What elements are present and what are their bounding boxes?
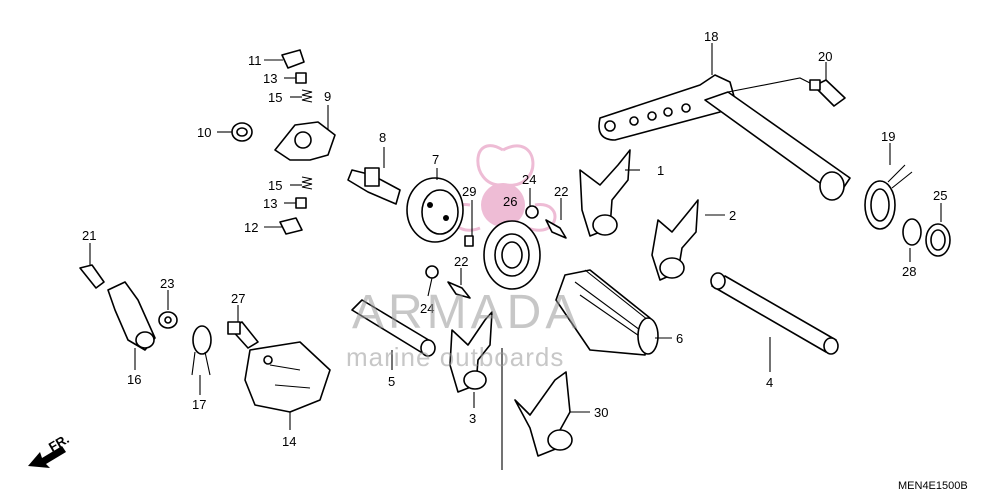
callout-15-upper: 15 [268, 90, 282, 105]
part-bolt-22-upper [545, 219, 567, 239]
callout-2: 2 [729, 208, 736, 223]
callout-16: 16 [127, 372, 141, 387]
part-bolt-22-lower [447, 281, 471, 299]
part-washer-24-lower [425, 265, 439, 279]
part-shift-fork-3 [449, 311, 493, 393]
part-plate-14 [244, 341, 331, 413]
callout-3: 3 [469, 411, 476, 426]
callout-labels: 1 2 3 4 5 6 7 8 9 10 11 12 13 13 14 15 1… [82, 29, 947, 449]
callout-8: 8 [379, 130, 386, 145]
callout-28: 28 [902, 264, 916, 279]
callout-18: 18 [704, 29, 718, 44]
part-bolt-20 [809, 79, 846, 107]
callout-6: 6 [676, 331, 683, 346]
part-shift-fork-1 [579, 149, 631, 237]
part-cap-12 [279, 217, 303, 235]
part-shift-fork-30 [514, 371, 573, 457]
callout-24-lower: 24 [420, 301, 434, 316]
callout-5: 5 [388, 374, 395, 389]
part-circlip-28 [902, 218, 922, 246]
callout-13-lower: 13 [263, 196, 277, 211]
part-bolt-27 [227, 321, 259, 349]
part-washer-25 [925, 223, 951, 257]
front-direction-arrow-icon: FR. [28, 431, 72, 468]
watermark-tagline: marine outboards [346, 342, 564, 372]
callout-9: 9 [324, 89, 331, 104]
callout-10: 10 [197, 125, 211, 140]
callout-11: 11 [248, 53, 262, 68]
part-stopper-arm-9 [274, 121, 336, 161]
callout-20: 20 [818, 49, 832, 64]
part-return-spring-19 [864, 164, 913, 230]
part-spring-15-lower [301, 176, 313, 190]
part-washer-24-upper [525, 205, 539, 219]
callout-29: 29 [462, 184, 476, 199]
callout-15-lower: 15 [268, 178, 282, 193]
part-bolt-21 [79, 264, 105, 289]
part-collar-10 [231, 122, 253, 142]
part-shift-shaft [598, 74, 851, 201]
callout-14: 14 [282, 434, 296, 449]
part-shift-fork-2 [651, 199, 699, 281]
callout-1: 1 [657, 163, 664, 178]
leader-lines [89, 43, 942, 470]
part-cap-11 [281, 49, 305, 69]
part-cam-plate-7 [406, 177, 464, 243]
callout-23: 23 [160, 276, 174, 291]
part-washer-23 [158, 311, 178, 329]
callout-19: 19 [881, 129, 895, 144]
callout-26: 26 [503, 194, 517, 209]
callout-4: 4 [766, 375, 773, 390]
direction-label: FR. [46, 431, 72, 454]
part-bolt-8 [347, 167, 401, 205]
callout-7: 7 [432, 152, 439, 167]
part-bearing-26 [483, 220, 541, 290]
callout-13-upper: 13 [263, 71, 277, 86]
callout-25: 25 [933, 188, 947, 203]
callout-21: 21 [82, 228, 96, 243]
callout-12: 12 [244, 220, 258, 235]
callout-22-lower: 22 [454, 254, 468, 269]
part-spacer-5 [351, 299, 436, 357]
part-pin-13-upper [295, 72, 307, 84]
callout-17: 17 [192, 397, 206, 412]
part-shift-drum-6 [555, 269, 659, 356]
watermark-brand: ARMADA [352, 286, 581, 339]
part-pin-29 [464, 235, 474, 247]
callout-27: 27 [231, 291, 245, 306]
part-fork-shaft-4 [710, 272, 839, 355]
diagram-code: MEN4E1500B [898, 480, 968, 492]
part-spring-17 [191, 325, 212, 376]
callout-30: 30 [594, 405, 608, 420]
part-pin-13-lower [295, 197, 307, 209]
part-spring-15-upper [301, 89, 313, 103]
callout-22-upper: 22 [554, 184, 568, 199]
callout-24-upper: 24 [522, 172, 536, 187]
part-arm-16 [107, 281, 156, 351]
